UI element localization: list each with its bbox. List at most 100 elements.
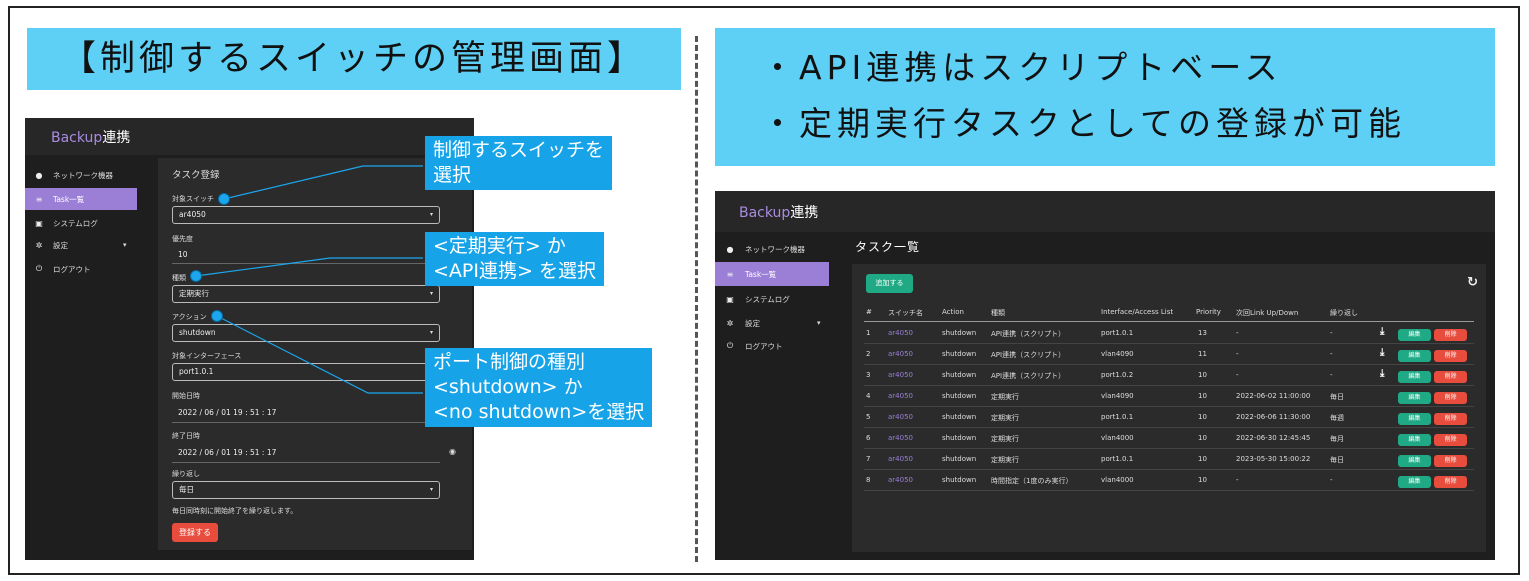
add-task-button[interactable]: 追加する bbox=[866, 274, 913, 293]
row-interface: vlan4090 bbox=[1101, 350, 1134, 358]
row-switch-link[interactable]: ar4050 bbox=[888, 413, 913, 421]
row-number: 6 bbox=[866, 434, 871, 442]
edit-button[interactable]: 編集 bbox=[1398, 371, 1431, 383]
download-icon[interactable]: ⤓ bbox=[1380, 347, 1385, 358]
row-action: shutdown bbox=[942, 476, 977, 484]
repeat-label: 繰り返し bbox=[172, 470, 200, 478]
type-select[interactable]: 定期実行▾ bbox=[172, 285, 440, 303]
type-marker-dot bbox=[190, 270, 202, 282]
row-type: 定期実行 bbox=[991, 393, 1019, 401]
row-next-link: 2022-06-02 11:00:00 bbox=[1236, 392, 1311, 400]
column-header-switch: スイッチ名 bbox=[888, 309, 923, 317]
end-datetime-input[interactable]: 2022 / 06 / 01 19 : 51 : 17 bbox=[178, 448, 277, 457]
delete-button[interactable]: 削除 bbox=[1434, 434, 1467, 446]
priority-input[interactable]: 10 bbox=[178, 250, 188, 259]
left-banner: 【制御するスイッチの管理画面】 bbox=[27, 28, 681, 90]
row-repeat: 毎日 bbox=[1330, 456, 1344, 464]
edit-button[interactable]: 編集 bbox=[1398, 455, 1431, 467]
sidebar-item-network-devices[interactable]: ●ネットワーク機器 bbox=[25, 164, 137, 186]
repeat-select[interactable]: 毎日▾ bbox=[172, 481, 440, 499]
app-bar: Backup連携 bbox=[715, 191, 1495, 232]
column-header-repeat: 繰り返し bbox=[1330, 309, 1358, 317]
row-priority: 10 bbox=[1198, 371, 1207, 379]
row-interface: port1.0.2 bbox=[1101, 371, 1134, 379]
delete-button[interactable]: 削除 bbox=[1434, 476, 1467, 488]
download-icon[interactable]: ⤓ bbox=[1380, 326, 1385, 337]
edit-button[interactable]: 編集 bbox=[1398, 413, 1431, 425]
clock-icon[interactable]: ◉ bbox=[449, 447, 456, 456]
row-type: 定期実行 bbox=[991, 414, 1019, 422]
row-action: shutdown bbox=[942, 392, 977, 400]
row-next-link: - bbox=[1236, 476, 1239, 484]
row-switch-link[interactable]: ar4050 bbox=[888, 371, 913, 379]
left-banner-title: 【制御するスイッチの管理画面】 bbox=[61, 39, 647, 79]
sidebar-item-network-devices[interactable]: ●ネットワーク機器 bbox=[715, 237, 829, 261]
row-priority: 10 bbox=[1198, 434, 1207, 442]
delete-button[interactable]: 削除 bbox=[1434, 455, 1467, 467]
row-number: 8 bbox=[866, 476, 871, 484]
column-header-no: # bbox=[866, 308, 872, 316]
row-action: shutdown bbox=[942, 350, 977, 358]
sidebar-item-logout[interactable]: ⏻ログアウト bbox=[25, 258, 137, 280]
refresh-icon[interactable]: ↻ bbox=[1467, 275, 1478, 290]
sidebar-item-task-list[interactable]: ≡Task一覧 bbox=[25, 188, 137, 210]
gear-icon: ✲ bbox=[726, 318, 734, 328]
row-switch-link[interactable]: ar4050 bbox=[888, 476, 913, 484]
sidebar-item-settings[interactable]: ✲設定▾ bbox=[25, 234, 137, 256]
callout-action: ポート制御の種別 <shutdown> か <no shutdown>を選択 bbox=[425, 348, 653, 427]
row-switch-link[interactable]: ar4050 bbox=[888, 350, 913, 358]
log-icon: ▣ bbox=[35, 218, 43, 228]
delete-button[interactable]: 削除 bbox=[1434, 350, 1467, 362]
row-switch-link[interactable]: ar4050 bbox=[888, 434, 913, 442]
row-action: shutdown bbox=[942, 329, 977, 337]
row-priority: 10 bbox=[1198, 455, 1207, 463]
edit-button[interactable]: 編集 bbox=[1398, 350, 1431, 362]
action-label: アクション bbox=[172, 313, 207, 321]
start-label: 開始日時 bbox=[172, 392, 200, 400]
edit-button[interactable]: 編集 bbox=[1398, 392, 1431, 404]
edit-button[interactable]: 編集 bbox=[1398, 329, 1431, 341]
start-datetime-input[interactable]: 2022 / 06 / 01 19 : 51 : 17 bbox=[178, 408, 277, 417]
sidebar-item-task-list[interactable]: ≡Task一覧 bbox=[715, 262, 829, 286]
sidebar-item-system-log[interactable]: ▣システムログ bbox=[715, 287, 829, 311]
row-switch-link[interactable]: ar4050 bbox=[888, 455, 913, 463]
app-title[interactable]: Backup連携 bbox=[739, 205, 819, 221]
action-select[interactable]: shutdown▾ bbox=[172, 324, 440, 342]
row-number: 3 bbox=[866, 371, 871, 379]
row-type: 定期実行 bbox=[991, 435, 1019, 443]
sidebar-item-logout[interactable]: ⏻ログアウト bbox=[715, 334, 829, 358]
delete-button[interactable]: 削除 bbox=[1434, 329, 1467, 341]
row-interface: vlan4090 bbox=[1101, 392, 1134, 400]
row-priority: 11 bbox=[1198, 350, 1207, 358]
delete-button[interactable]: 削除 bbox=[1434, 371, 1467, 383]
delete-button[interactable]: 削除 bbox=[1434, 413, 1467, 425]
chevron-down-icon: ▾ bbox=[429, 329, 433, 336]
chevron-down-icon: ▾ bbox=[429, 290, 433, 297]
row-interface: port1.0.1 bbox=[1101, 455, 1134, 463]
chevron-down-icon: ▾ bbox=[817, 319, 821, 327]
row-priority: 10 bbox=[1198, 413, 1207, 421]
row-switch-link[interactable]: ar4050 bbox=[888, 329, 913, 337]
edit-button[interactable]: 編集 bbox=[1398, 476, 1431, 488]
interface-input[interactable]: port1.0.1 bbox=[172, 363, 440, 381]
sidebar-item-settings[interactable]: ✲設定▾ bbox=[715, 311, 829, 335]
row-next-link: - bbox=[1236, 371, 1239, 379]
row-number: 4 bbox=[866, 392, 871, 400]
download-icon[interactable]: ⤓ bbox=[1380, 368, 1385, 379]
callout-switch: 制御するスイッチを 選択 bbox=[425, 136, 613, 190]
delete-button[interactable]: 削除 bbox=[1434, 392, 1467, 404]
repeat-note: 毎日同時刻に開始終了を繰り返します。 bbox=[172, 507, 298, 515]
table-header: # スイッチ名 Action 種類 Interface/Access List … bbox=[864, 304, 1474, 322]
row-switch-link[interactable]: ar4050 bbox=[888, 392, 913, 400]
register-button[interactable]: 登録する bbox=[172, 523, 218, 542]
column-header-action: Action bbox=[942, 308, 964, 316]
app-title[interactable]: Backup連携 bbox=[51, 130, 131, 146]
edit-button[interactable]: 編集 bbox=[1398, 434, 1431, 446]
row-interface: port1.0.1 bbox=[1101, 413, 1134, 421]
app-bar: Backup連携 bbox=[25, 118, 474, 155]
sidebar-item-system-log[interactable]: ▣システムログ bbox=[25, 212, 137, 234]
switch-select[interactable]: ar4050▾ bbox=[172, 206, 440, 224]
